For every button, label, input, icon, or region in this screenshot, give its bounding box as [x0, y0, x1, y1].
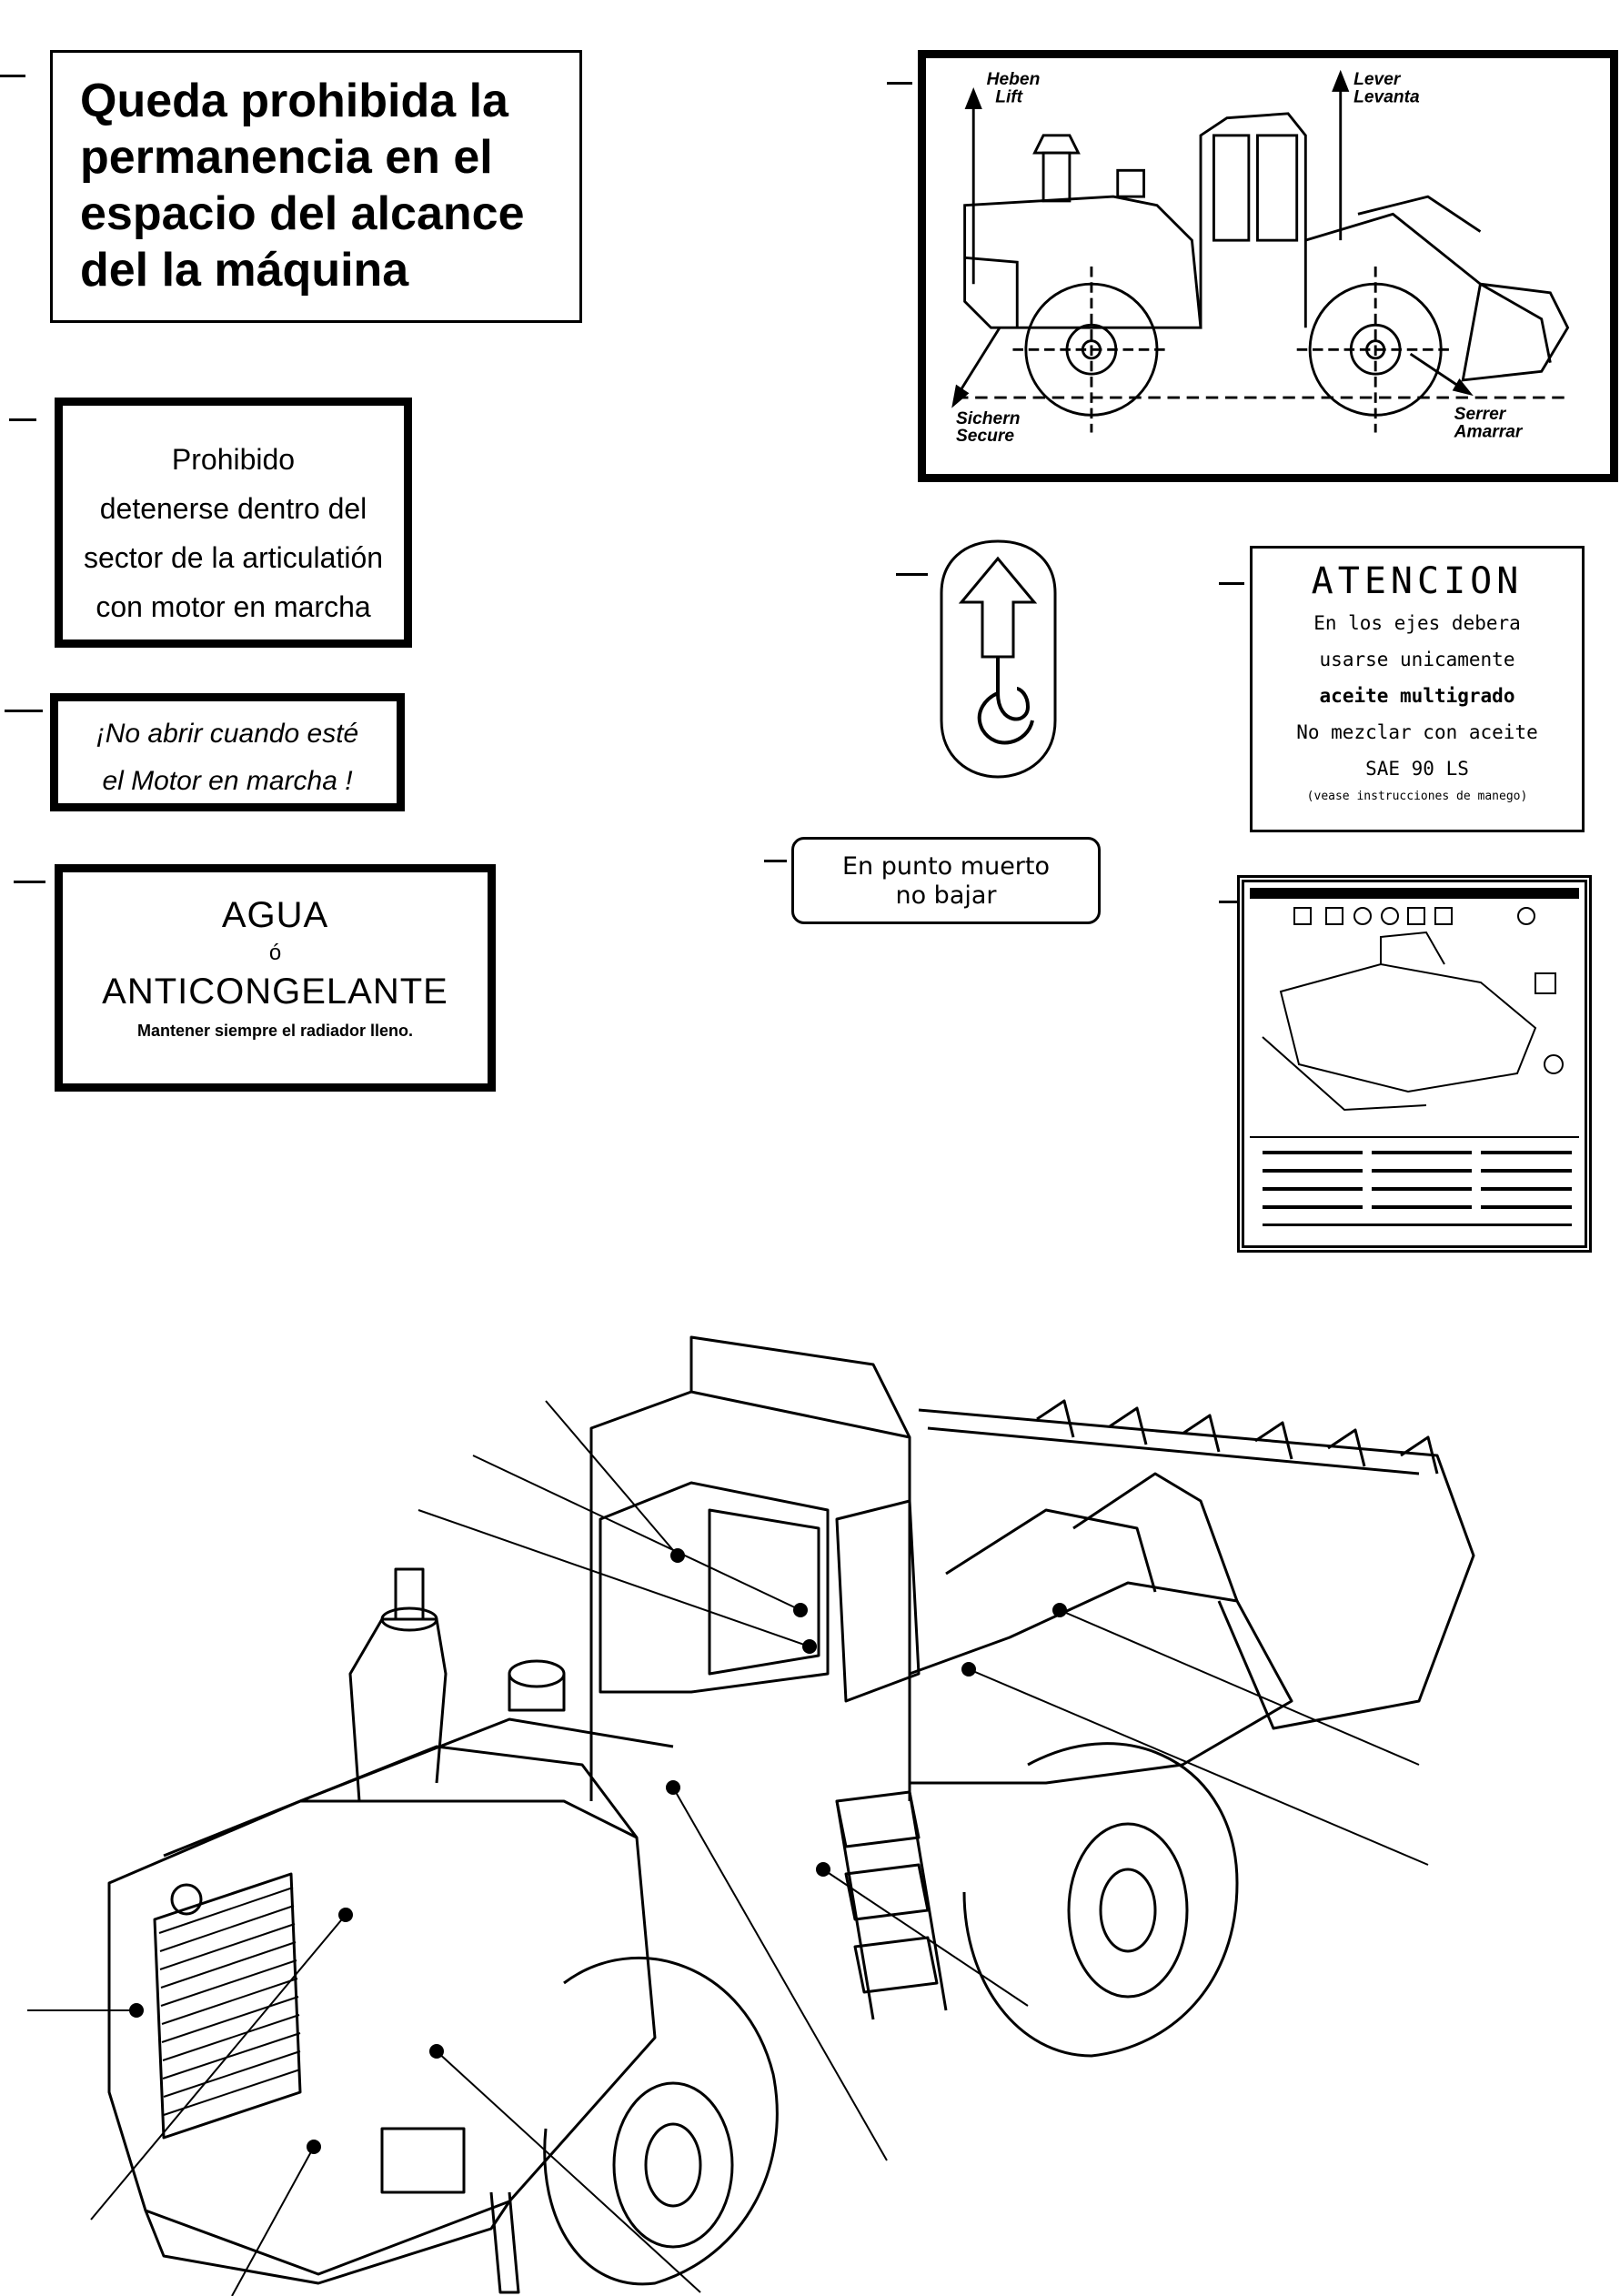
prohibido-line-4: con motor en marcha: [96, 590, 371, 623]
lift-label-sichern: Sichern: [956, 409, 1020, 428]
agua-line-3: ANTICONGELANTE: [102, 972, 448, 1012]
punto-line-2: no bajar: [895, 881, 997, 910]
punto-line-1: En punto muerto: [841, 852, 1051, 881]
prohibido-line-1: Prohibido: [171, 443, 296, 476]
leader-tick-punto: [764, 860, 787, 862]
decal-queda-prohibida: Queda prohibida la permanencia en el esp…: [50, 50, 582, 323]
lift-label-heben: Heben: [987, 70, 1041, 89]
hook-icon: [940, 539, 1057, 779]
prohibido-line-2: detenerse dentro del: [99, 492, 367, 525]
decal-agua-anticongelante: AGUA ó ANTICONGELANTE Mantener siempre e…: [55, 864, 496, 1092]
lift-label-lift: Lift: [995, 87, 1023, 106]
decal-lubrication-chart: [1237, 875, 1592, 1253]
lift-label-lever: Lever: [1353, 70, 1402, 89]
lift-label-serrer: Serrer: [1454, 405, 1507, 424]
loader-side-view-drawing: Heben Lift Lever Levanta Sichern Secure …: [951, 69, 1570, 446]
lift-label-levanta: Levanta: [1353, 87, 1420, 106]
lubrication-chart-drawing: [1250, 888, 1579, 1226]
leader-tick-queda: [0, 75, 25, 77]
leader-tick-lift: [887, 82, 912, 85]
agua-line-1: AGUA: [221, 895, 329, 935]
no-abrir-line-2: el Motor en marcha !: [102, 766, 353, 796]
atencion-line-2: usarse unicamente: [1319, 649, 1515, 670]
leader-tick-hook: [896, 573, 928, 576]
wheel-loader-isometric-drawing: [27, 1335, 1475, 2296]
queda-line-2: permanencia en el: [80, 131, 493, 184]
atencion-bold-line: aceite multigrado: [1319, 685, 1515, 707]
leader-tick-chart: [1219, 901, 1239, 903]
prohibido-line-3: sector de la articulatión: [83, 541, 384, 574]
leader-tick-agua: [14, 881, 45, 883]
agua-line-2: ó: [268, 941, 282, 965]
leader-tick-atencion: [1219, 582, 1244, 585]
queda-line-4: del la máquina: [80, 244, 409, 297]
no-abrir-line-1: ¡No abrir cuando esté: [96, 719, 359, 749]
decal-atencion: ATENCION En los ejes debera usarse unica…: [1250, 546, 1585, 832]
lift-label-secure: Secure: [956, 427, 1014, 446]
decal-prohibido-detenerse: Prohibido detenerse dentro del sector de…: [55, 398, 412, 648]
queda-line-3: espacio del alcance: [80, 187, 525, 240]
decal-punto-muerto: En punto muerto no bajar: [791, 837, 1101, 924]
atencion-footnote: (vease instrucciones de manego): [1306, 790, 1528, 803]
atencion-line-3: No mezclar con aceite: [1296, 721, 1538, 743]
decal-no-abrir: ¡No abrir cuando esté el Motor en marcha…: [50, 693, 405, 811]
leader-tick-no-abrir: [5, 710, 43, 712]
decal-lift-secure: Heben Lift Lever Levanta Sichern Secure …: [918, 50, 1618, 482]
atencion-title: ATENCION: [1311, 560, 1524, 602]
queda-line-1: Queda prohibida la: [80, 75, 508, 127]
atencion-line-1: En los ejes debera: [1313, 612, 1521, 634]
agua-line-4: Mantener siempre el radiador lleno.: [136, 1022, 414, 1040]
lift-label-amarrar: Amarrar: [1454, 422, 1524, 441]
leader-tick-prohibido: [9, 418, 36, 421]
atencion-line-4: SAE 90 LS: [1365, 758, 1469, 780]
decal-hook-lift-point: [937, 539, 1060, 780]
